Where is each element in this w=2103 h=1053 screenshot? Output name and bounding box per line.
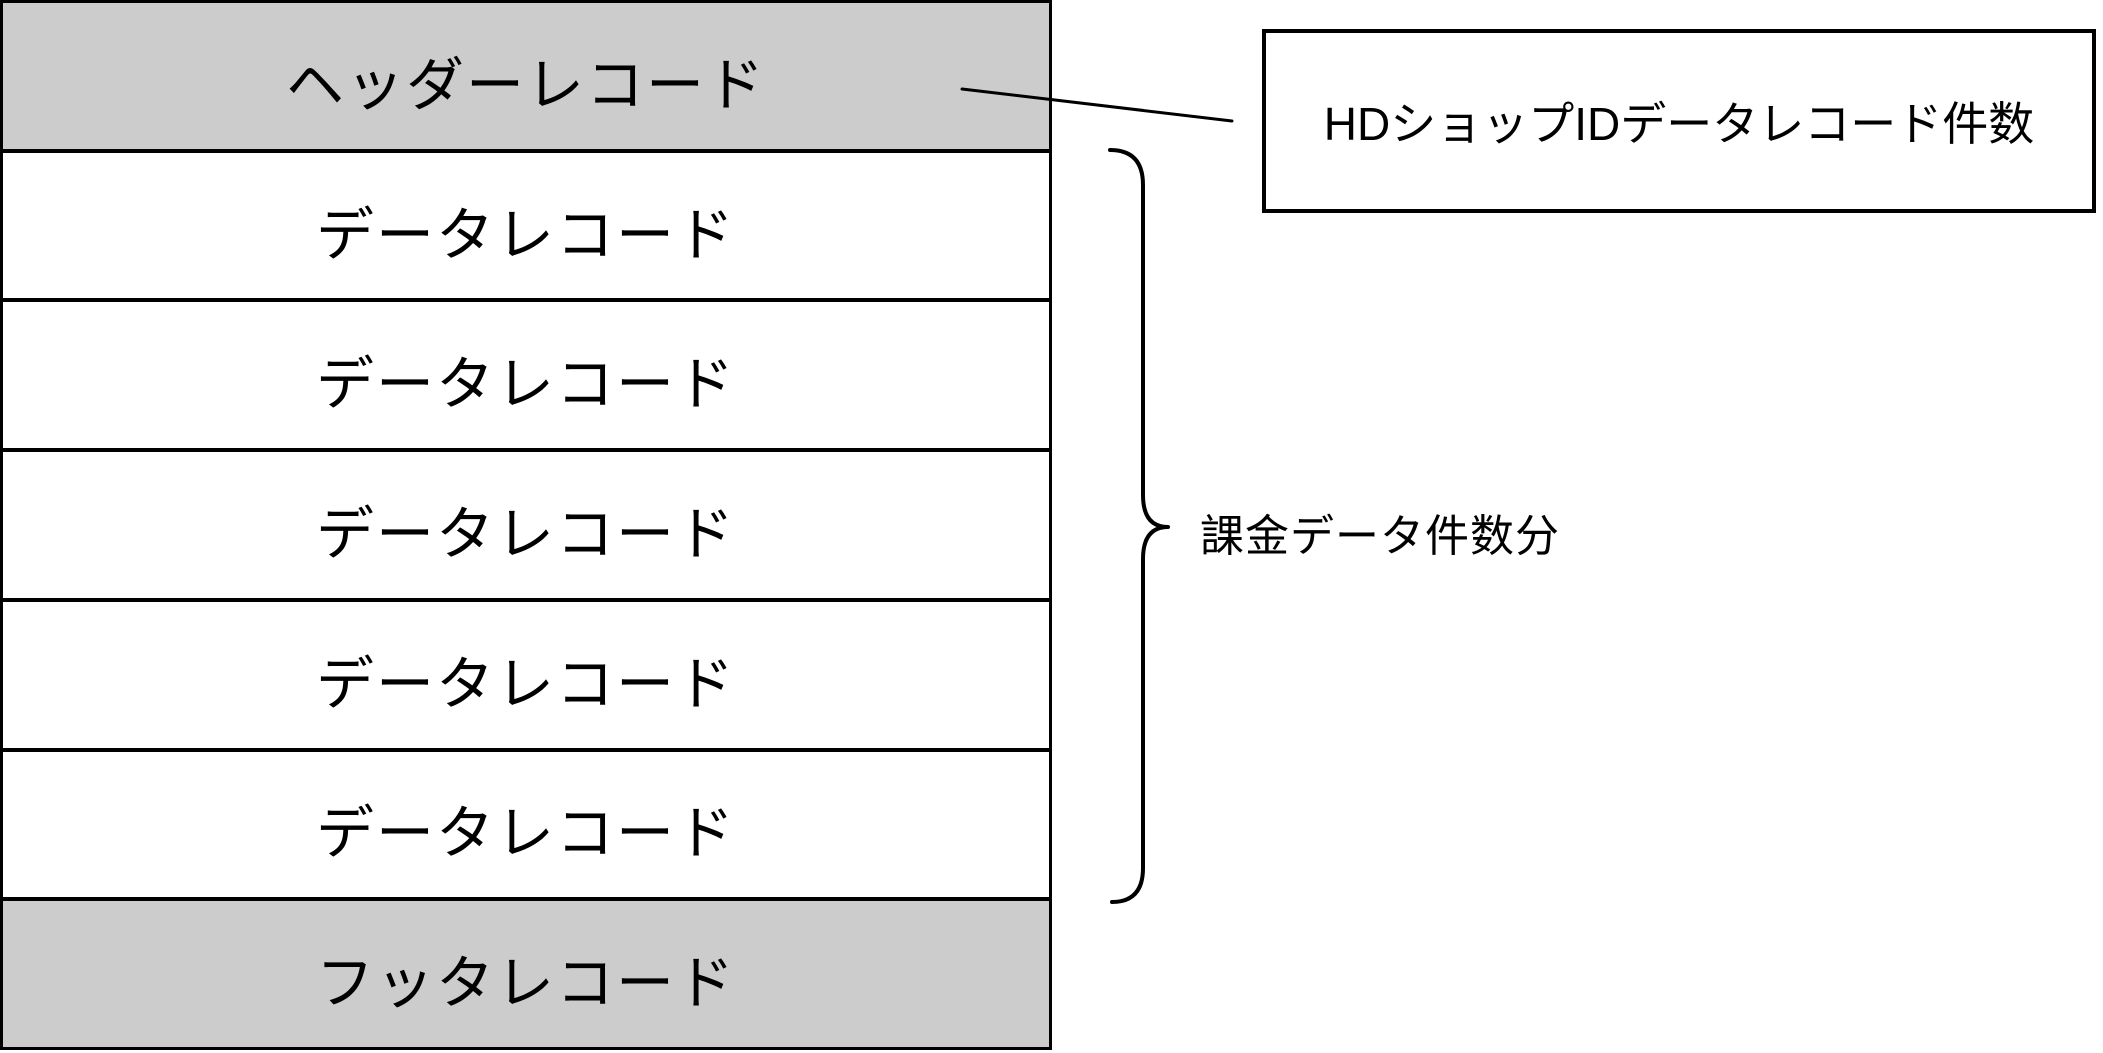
record-row-data-3: データレコード <box>3 448 1049 598</box>
record-row-header: ヘッダーレコード <box>3 3 1049 149</box>
record-row-label: データレコード <box>315 502 736 568</box>
record-row-label: フッタレコード <box>315 951 736 1017</box>
brace-label: 課金データ件数分 <box>1200 512 1560 561</box>
record-row-label: データレコード <box>315 801 736 867</box>
record-row-data-2: データレコード <box>3 298 1049 449</box>
record-row-data-1: データレコード <box>3 148 1049 299</box>
grouping-brace <box>1108 148 1170 904</box>
record-row-data-5: データレコード <box>3 747 1049 898</box>
callout-box: HDショップIDデータレコード件数 <box>1262 29 2096 213</box>
record-row-footer: フッタレコード <box>3 897 1049 1048</box>
callout-text: HDショップIDデータレコード件数 <box>1323 98 2035 150</box>
record-row-label: データレコード <box>315 651 736 717</box>
record-stack: ヘッダーレコード データレコード データレコード データレコード データレコード… <box>0 0 1052 1050</box>
record-row-label: データレコード <box>315 202 736 268</box>
record-row-data-4: データレコード <box>3 597 1049 748</box>
record-row-label: データレコード <box>315 352 736 418</box>
record-row-label: ヘッダーレコード <box>285 52 766 118</box>
